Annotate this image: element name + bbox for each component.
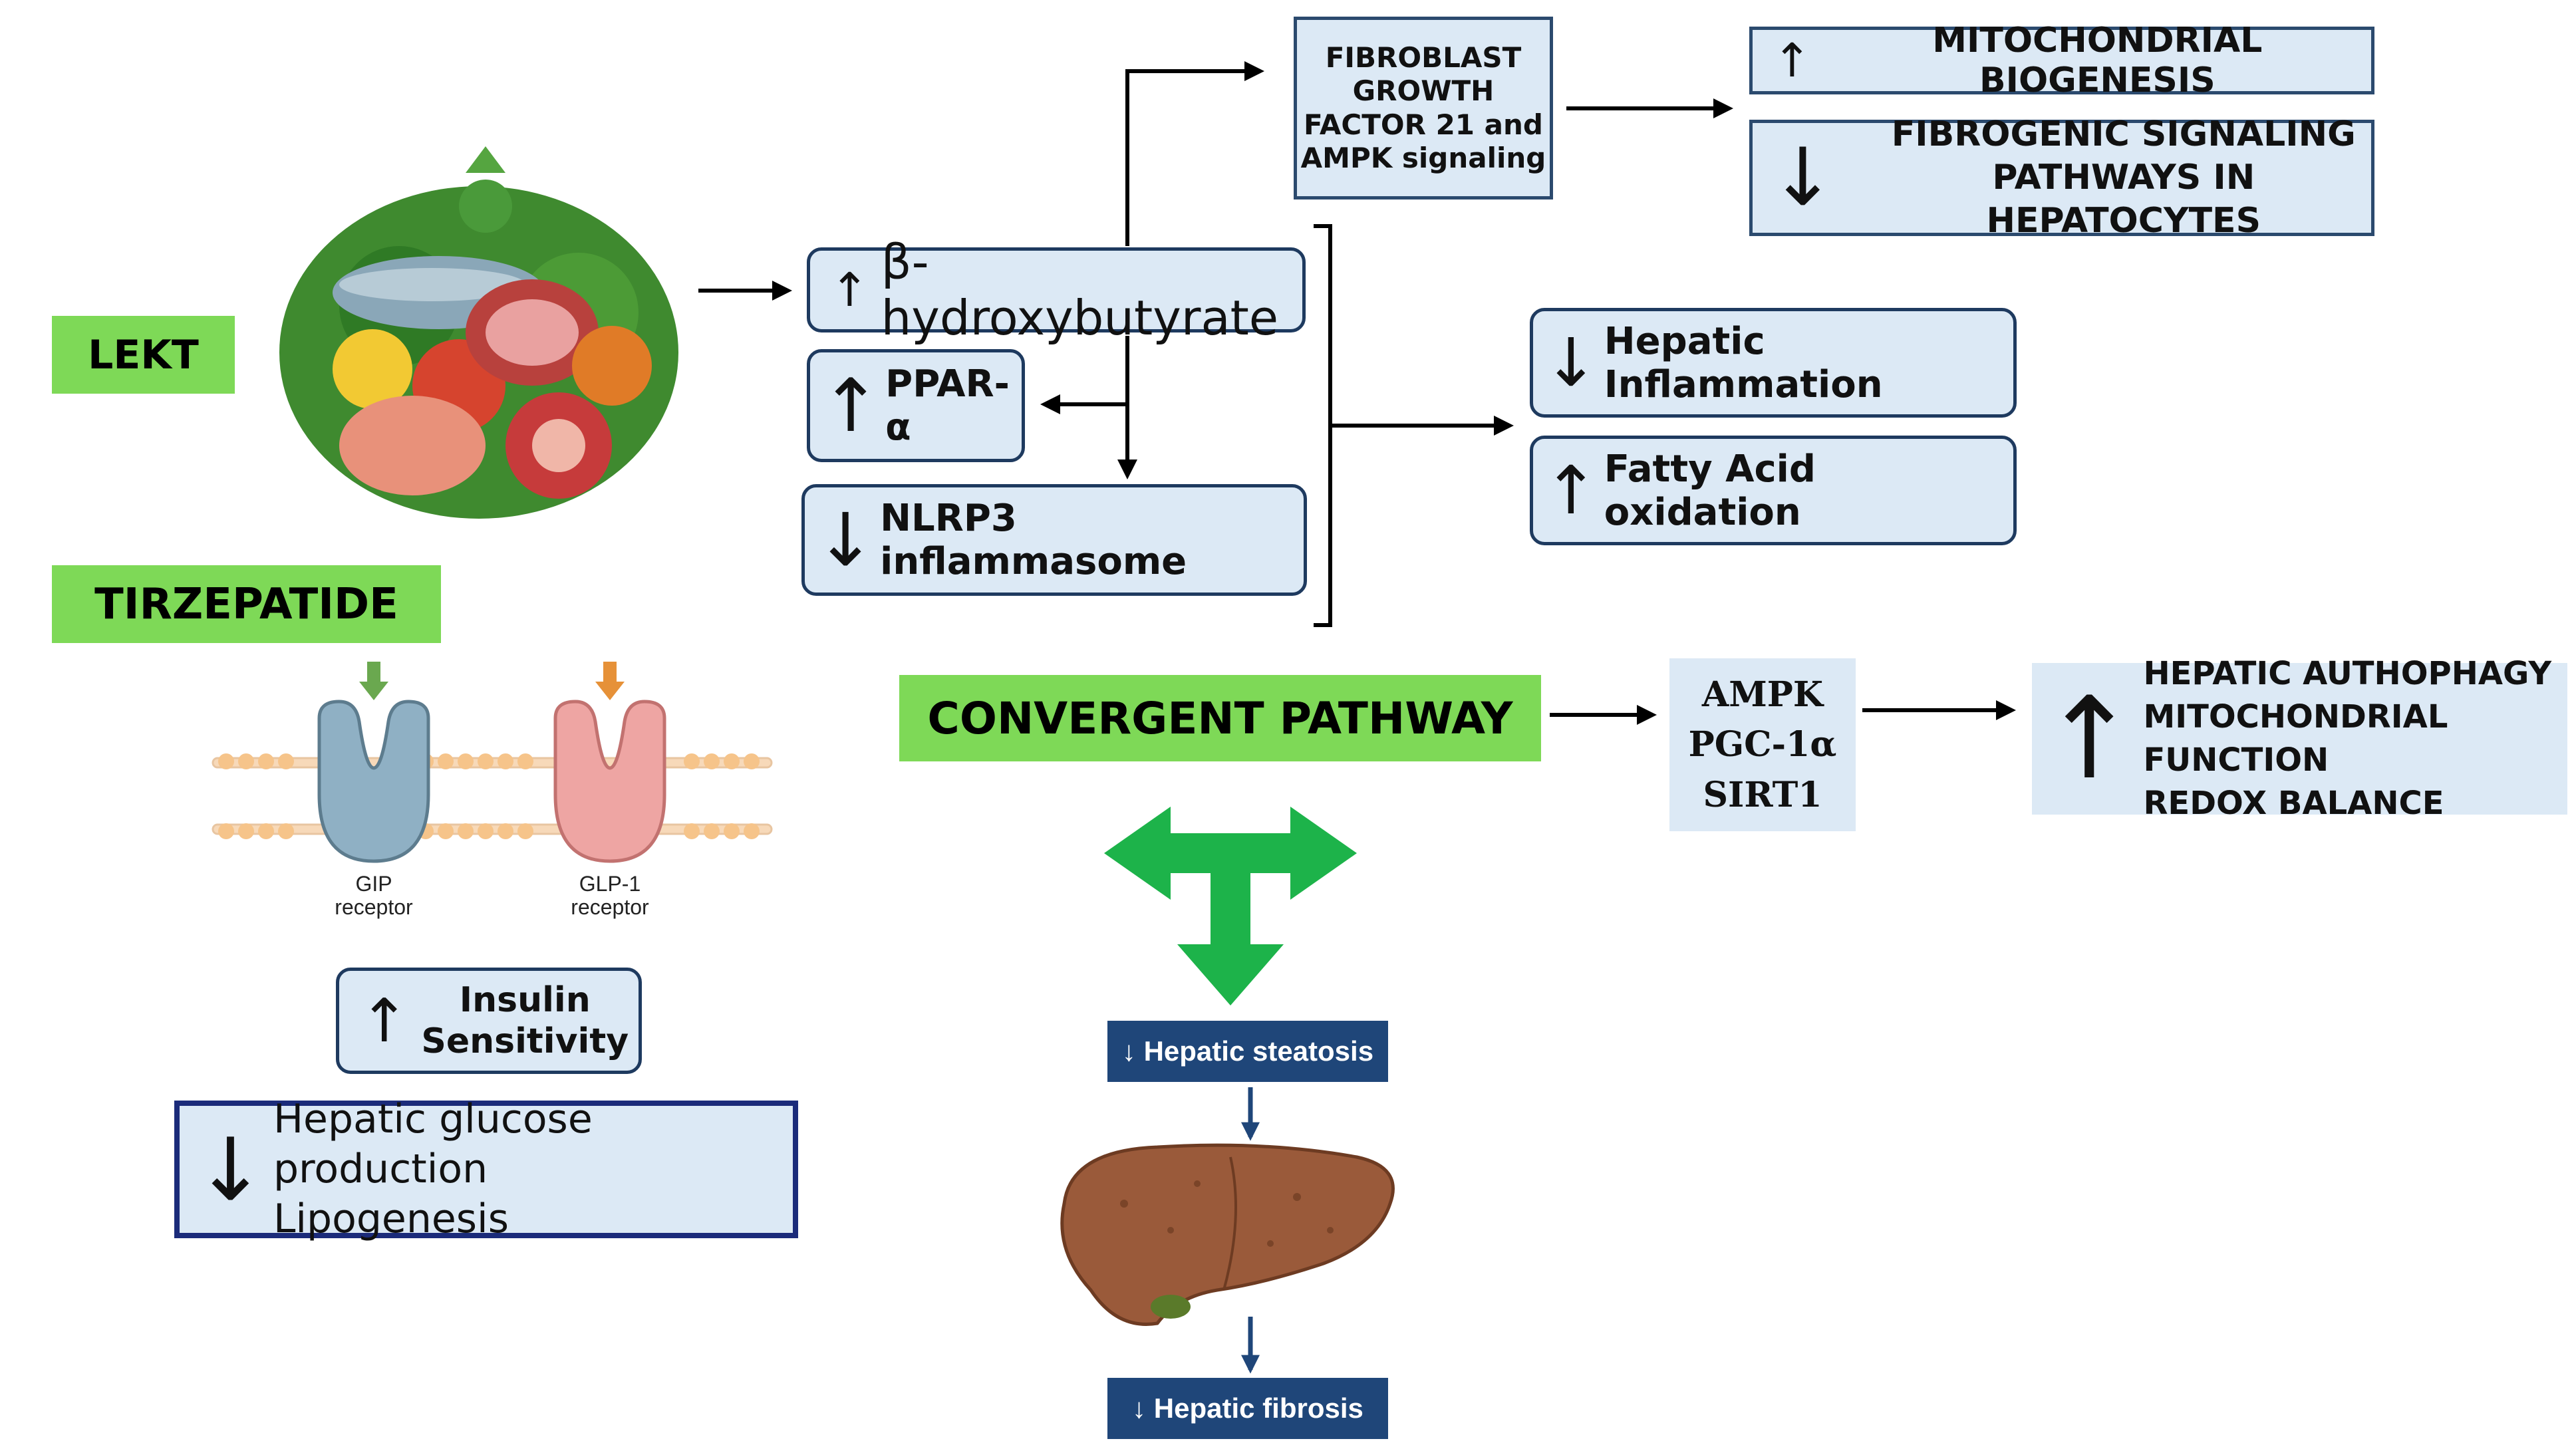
nlrp3-text: NLRP3 inflammasome: [880, 497, 1187, 583]
glp1-receptor-label-line1: GLP-1: [579, 872, 641, 896]
up-arrow-icon: ↑: [820, 363, 882, 448]
mito-biogenesis-box: ↑ MITOCHONDRIAL BIOGENESIS: [1749, 21, 2374, 100]
arrow-bhb-to-fgf21: [1125, 61, 1264, 246]
tirzepatide-label: TIRZEPATIDE: [52, 565, 441, 643]
glp1-arrow-head: [595, 682, 625, 700]
fgf21-box: FIBROBLAST GROWTH FACTOR 21 and AMPK sig…: [1294, 17, 1553, 199]
ppar-box: ↑ PPAR-α: [807, 349, 1025, 462]
glp1-receptor-shape: [553, 700, 666, 863]
fatty-acid-text: Fatty Acid oxidation: [1604, 447, 1816, 534]
cell-membrane-receptors: GIP receptor GLP-1 receptor: [212, 662, 773, 919]
autophagy-line-3: REDOX BALANCE: [2143, 784, 2444, 822]
down-arrow-icon: ↓: [1543, 324, 1599, 402]
insulin-sensitivity-box: ↑ Insulin Sensitivity: [336, 968, 642, 1074]
hepatic-inflammation-text: Hepatic Inflammation: [1604, 319, 1883, 406]
right-bracket: [1314, 224, 1332, 627]
autophagy-line-2: MITOCHONDRIAL FUNCTION: [2143, 698, 2448, 779]
lekt-label: LEKT: [52, 316, 235, 394]
food-bowl-illustration: [279, 146, 678, 519]
up-arrow-icon: ↑: [359, 986, 410, 1056]
bhb-text: β-hydroxybutyrate: [881, 234, 1279, 346]
hepatic-inflammation-box: ↓ Hepatic Inflammation: [1530, 308, 2017, 418]
bhb-box: ↑ β-hydroxybutyrate: [807, 234, 1306, 346]
convergent-pathway-label: CONVERGENT PATHWAY: [899, 675, 1541, 761]
down-arrow-icon: ↓: [815, 497, 877, 583]
ampk-line-3: SIRT1: [1703, 774, 1822, 815]
down-arrow-icon: ↓: [1769, 132, 1836, 224]
fibrogenic-box: ↓ FIBROGENIC SIGNALING PATHWAYS IN HEPAT…: [1749, 114, 2374, 241]
liver-illustration: [1060, 1143, 1395, 1326]
autophagy-box: ↑ HEPATIC AUTHOPHAGY MITOCHONDRIAL FUNCT…: [2032, 655, 2567, 822]
nlrp3-box: ↓ NLRP3 inflammasome: [801, 484, 1307, 596]
hepatic-glucose-line2: Lipogenesis: [273, 1196, 509, 1242]
hepatic-glucose-line1: Hepatic glucose production: [273, 1096, 593, 1192]
gip-arrow-shaft: [367, 662, 380, 685]
gip-receptor-shape: [317, 700, 430, 863]
glp1-arrow-shaft: [603, 662, 617, 685]
gip-arrow-head: [359, 682, 388, 700]
ampk-line-2: PGC-1α: [1688, 724, 1837, 765]
fibrogenic-text: FIBROGENIC SIGNALING PATHWAYS IN HEPATOC…: [1891, 114, 2356, 241]
gip-receptor-label-line1: GIP: [355, 872, 392, 896]
gip-receptor-label-line2: receptor: [335, 895, 413, 919]
mito-biogenesis-text: MITOCHONDRIAL BIOGENESIS: [1932, 21, 2263, 100]
hepatic-fibrosis-box: ↓ Hepatic fibrosis: [1107, 1378, 1388, 1439]
lipid-bilayer: [212, 757, 773, 835]
autophagy-line-1: HEPATIC AUTHOPHAGY: [2143, 655, 2552, 693]
up-arrow-icon: ↑: [830, 263, 869, 317]
up-arrow-icon: ↑: [2042, 673, 2137, 805]
ppar-text: PPAR-α: [885, 362, 1010, 449]
hepatic-glucose-box: ↓ Hepatic glucose production Lipogenesis: [174, 1096, 798, 1242]
ampk-box: AMPK PGC-1α SIRT1: [1669, 658, 1856, 831]
hepatic-steatosis-box: ↓ Hepatic steatosis: [1107, 1021, 1388, 1082]
ampk-line-1: AMPK: [1701, 674, 1824, 715]
green-t-arrow: [1104, 807, 1357, 1005]
insulin-sensitivity-text: Insulin Sensitivity: [421, 980, 629, 1061]
up-arrow-icon: ↑: [1773, 33, 1812, 88]
up-arrow-icon: ↑: [1543, 452, 1599, 529]
fatty-acid-box: ↑ Fatty Acid oxidation: [1530, 436, 2017, 545]
glp1-receptor-label-line2: receptor: [571, 895, 649, 919]
fgf21-text: FIBROBLAST GROWTH FACTOR 21 and AMPK sig…: [1300, 41, 1546, 174]
down-arrow-icon: ↓: [194, 1119, 267, 1220]
